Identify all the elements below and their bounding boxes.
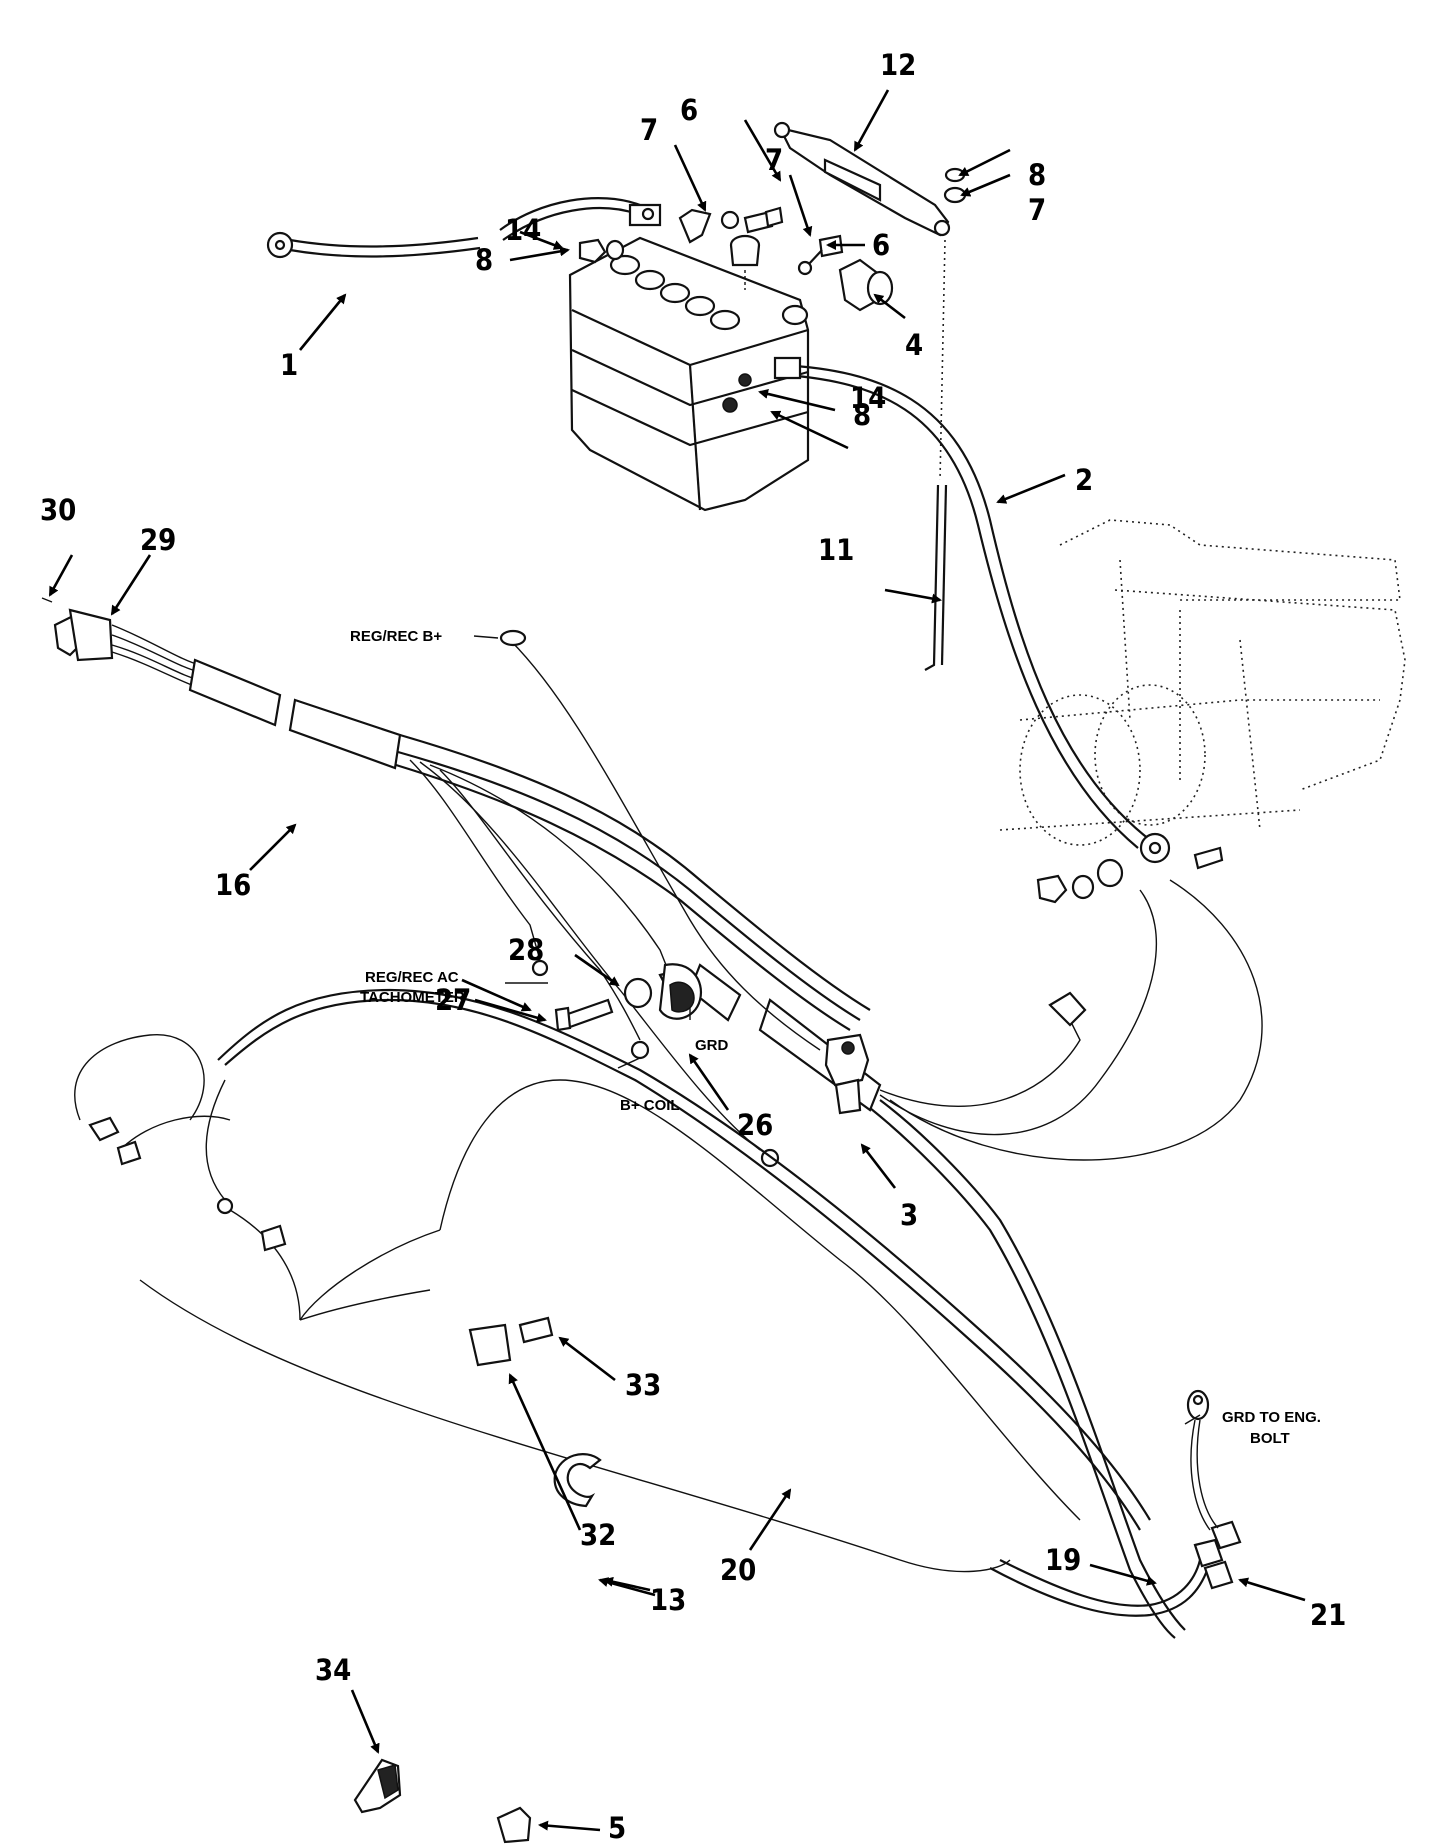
callout-8-left: 8 (475, 243, 493, 277)
callout-27: 27 (435, 983, 471, 1017)
callout-8-right: 8 (1028, 158, 1046, 192)
callout-7-right: 7 (1028, 193, 1046, 227)
label-reg-rec-bplus: REG/REC B+ (350, 628, 442, 645)
fill-cap (729, 234, 761, 290)
label-grd: GRD (695, 1037, 729, 1054)
callout-16: 16 (215, 868, 251, 902)
label-leaders (473, 635, 1201, 1425)
label-reg-rec-ac: REG/REC AC (365, 969, 459, 986)
starter-motor-outline (999, 519, 1406, 846)
callout-6-top: 6 (680, 93, 698, 127)
hold-down-rod (924, 239, 948, 671)
callout-3: 3 (900, 1198, 918, 1232)
callout-5: 5 (608, 1811, 626, 1845)
callout-32: 32 (580, 1518, 616, 1552)
callout-1: 1 (280, 348, 298, 382)
clamp-hardware (554, 963, 703, 1032)
callout-34: 34 (315, 1653, 351, 1687)
battery-cable-positive (773, 356, 1171, 864)
callout-8-lower: 8 (853, 398, 871, 432)
callout-20: 20 (720, 1553, 756, 1587)
callout-28: 28 (508, 933, 544, 967)
callout-29: 29 (140, 523, 176, 557)
callout-11: 11 (818, 533, 854, 567)
callout-4: 4 (905, 328, 923, 362)
callout-30: 30 (40, 493, 76, 527)
callout-arrows (48, 89, 1306, 1832)
harness-connector (41, 597, 114, 662)
callout-13: 13 (650, 1583, 686, 1617)
battery (568, 236, 810, 512)
callout-33: 33 (625, 1368, 661, 1402)
callout-19: 19 (1045, 1543, 1081, 1577)
vent-cap (838, 258, 894, 312)
label-grd-to-eng-2: BOLT (1250, 1430, 1290, 1447)
callout-6-right: 6 (872, 228, 890, 262)
label-bplus-coil: B+ COIL (620, 1097, 680, 1114)
callout-7-top: 7 (640, 113, 658, 147)
callout-7-mid: 7 (765, 143, 783, 177)
switch (824, 1033, 870, 1115)
battery-cable-negative (266, 197, 662, 259)
hold-down-strap (773, 121, 951, 237)
bullet-connectors (1193, 1520, 1242, 1590)
callout-14-top: 14 (505, 213, 541, 247)
callout-21: 21 (1310, 1598, 1346, 1632)
wire-labels: REG/REC B+ REG/REC AC TACHOMETER GRD B+ … (350, 628, 1321, 1447)
label-tachometer: TACHOMETER (360, 989, 465, 1006)
lower-harness (74, 988, 1210, 1617)
callout-14-right: 14 (850, 381, 886, 415)
label-grd-to-eng-1: GRD TO ENG. (1222, 1409, 1321, 1426)
callout-numbers: 1 2 3 4 5 6 6 7 7 7 8 8 8 11 12 13 14 14… (40, 48, 1346, 1845)
callout-26: 26 (737, 1108, 773, 1142)
callout-2: 2 (1075, 463, 1093, 497)
callout-12: 12 (880, 48, 916, 82)
